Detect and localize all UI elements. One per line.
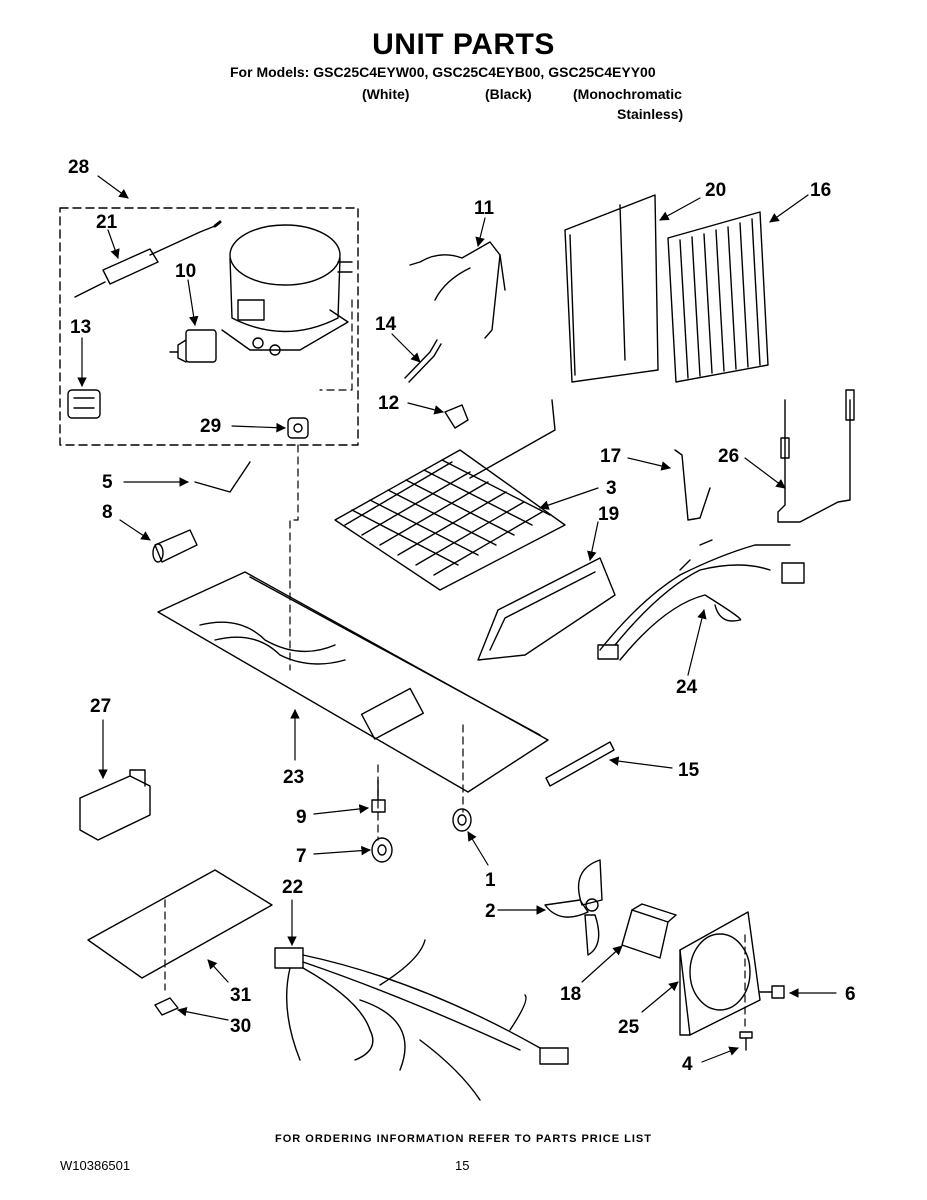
callout-31: 31	[230, 985, 252, 1006]
callout-labels: 28 21 10 13 29 5 8 11 14 12 20 16 17 26 …	[68, 157, 856, 1075]
callout-6: 6	[845, 984, 856, 1005]
part-3-evaporator-coil	[334, 449, 566, 591]
callout-24: 24	[676, 677, 698, 698]
ordering-note: FOR ORDERING INFORMATION REFER TO PARTS …	[275, 1133, 652, 1145]
part-23-base-plate	[157, 571, 549, 793]
callout-5: 5	[102, 472, 113, 493]
callout-18: 18	[560, 984, 581, 1005]
callout-23: 23	[283, 767, 304, 788]
part-21-filter-drier	[74, 220, 222, 298]
part-9-screw	[371, 779, 386, 813]
callout-8: 8	[102, 502, 113, 523]
part-22-wire-harness	[274, 939, 569, 1101]
variant-monochromatic: (Monochromatic	[573, 86, 682, 102]
page-number: 15	[455, 1158, 470, 1173]
callout-7: 7	[296, 846, 307, 867]
part-5-wire	[194, 461, 251, 493]
callout-22: 22	[282, 877, 303, 898]
part-16-condenser	[667, 211, 769, 383]
compressor-assembly-box	[59, 207, 359, 446]
part-25-fan-bracket	[679, 911, 761, 1036]
callout-21: 21	[96, 212, 118, 233]
callout-9: 9	[296, 807, 307, 828]
part-26-tube-drier	[777, 389, 855, 523]
callout-2: 2	[485, 901, 496, 922]
callout-14: 14	[375, 314, 397, 335]
callout-29: 29	[200, 416, 221, 437]
part-1-grommet	[452, 808, 472, 832]
part-30-clip	[154, 997, 179, 1016]
callout-28: 28	[68, 157, 89, 178]
part-10-relay	[169, 329, 217, 363]
part-31-insulation-sheet	[87, 869, 273, 979]
part-20-cover	[564, 194, 659, 383]
part-27-control	[79, 769, 151, 841]
callout-16: 16	[810, 180, 831, 201]
callout-10: 10	[175, 261, 196, 282]
variant-white: (White)	[362, 86, 410, 102]
alignment-lines	[164, 299, 746, 1031]
callout-1: 1	[485, 870, 496, 891]
part-8-sleeve	[152, 529, 198, 563]
callout-17: 17	[600, 446, 621, 467]
callout-30: 30	[230, 1016, 251, 1037]
callout-26: 26	[718, 446, 739, 467]
callout-3: 3	[606, 478, 617, 499]
part-14-tube	[404, 339, 442, 383]
page-title: UNIT PARTS	[372, 28, 555, 61]
callout-25: 25	[618, 1017, 640, 1038]
callout-20: 20	[705, 180, 726, 201]
part-18-fan-motor	[621, 903, 677, 959]
part-19-drain-pan	[477, 557, 616, 661]
callout-4: 4	[682, 1054, 693, 1075]
models-line: For Models: GSC25C4EYW00, GSC25C4EYB00, …	[230, 64, 656, 80]
part-24-wire-harness	[597, 539, 805, 661]
document-number: W10386501	[60, 1158, 131, 1173]
part-4-screw	[739, 1031, 753, 1051]
part-13-overload	[67, 389, 101, 419]
callout-15: 15	[678, 760, 700, 781]
compressor	[221, 224, 353, 356]
part-17-bracket	[674, 449, 711, 521]
callout-11: 11	[474, 198, 495, 219]
part-7-grommet	[371, 837, 393, 863]
part-11-tube-end	[499, 254, 506, 291]
callout-12: 12	[378, 393, 399, 414]
part-11-tube	[409, 241, 501, 339]
callout-27: 27	[90, 696, 111, 717]
evaporator-rod	[469, 399, 556, 479]
variant-stainless: Stainless)	[617, 106, 684, 122]
variant-black: (Black)	[485, 86, 532, 102]
callout-leaders	[77, 175, 837, 1063]
part-12-clip	[444, 404, 469, 429]
part-15-tie	[545, 741, 615, 787]
part-2-fan-blade	[544, 859, 603, 956]
part-29-grommet	[287, 417, 309, 439]
part-6-screw	[759, 985, 785, 999]
callout-19: 19	[598, 504, 619, 525]
callout-13: 13	[70, 317, 91, 338]
